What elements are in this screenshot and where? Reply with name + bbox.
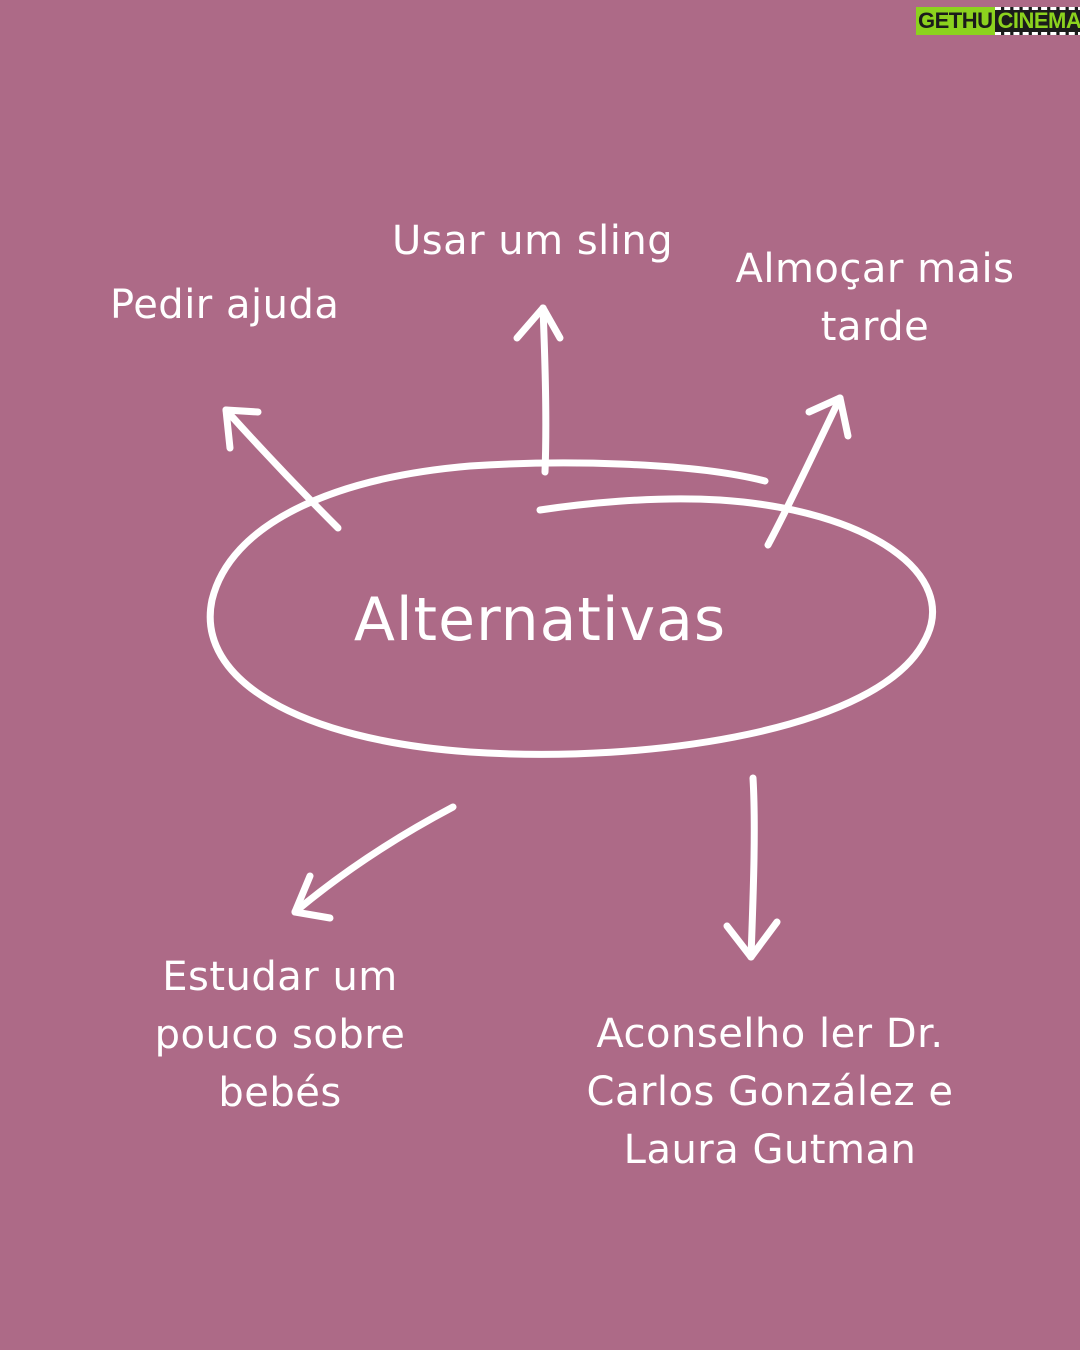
arrow-to-almocar-mais-tarde [764, 394, 852, 549]
watermark-logo-part2: CINEMA [994, 7, 1080, 35]
arrow-to-aconselho [723, 774, 781, 961]
branch-label-estudar: Estudar um pouco sobre bebés [140, 948, 420, 1122]
branch-label-line: bebés [218, 1070, 342, 1116]
branch-label-aconselho: Aconselho ler Dr. Carlos González e Laur… [560, 1005, 980, 1179]
branch-label-almocar-mais-tarde: Almoçar mais tarde [725, 240, 1025, 356]
center-node-label: Alternativas [353, 585, 727, 655]
branch-label-pedir-ajuda: Pedir ajuda [110, 282, 340, 328]
branch-label-line: Aconselho ler Dr. [596, 1011, 944, 1057]
branch-label-line: tarde [820, 304, 930, 350]
branch-label-line: pouco sobre [154, 1012, 406, 1058]
arrow-to-estudar [291, 803, 457, 922]
watermark-logo: GETHU CINEMA [916, 6, 1080, 36]
watermark-logo-part1: GETHU [916, 7, 995, 35]
arrow-to-usar-um-sling [513, 304, 564, 476]
branch-label-line: Almoçar mais [735, 246, 1015, 292]
arrow-to-pedir-ajuda [222, 406, 342, 532]
center-ellipse [206, 459, 936, 758]
branch-label-line: Estudar um [162, 954, 398, 1000]
branch-label-line: Carlos González e [586, 1069, 954, 1115]
branch-label-line: Laura Gutman [623, 1127, 917, 1173]
branch-label-usar-um-sling: Usar um sling [392, 218, 674, 264]
